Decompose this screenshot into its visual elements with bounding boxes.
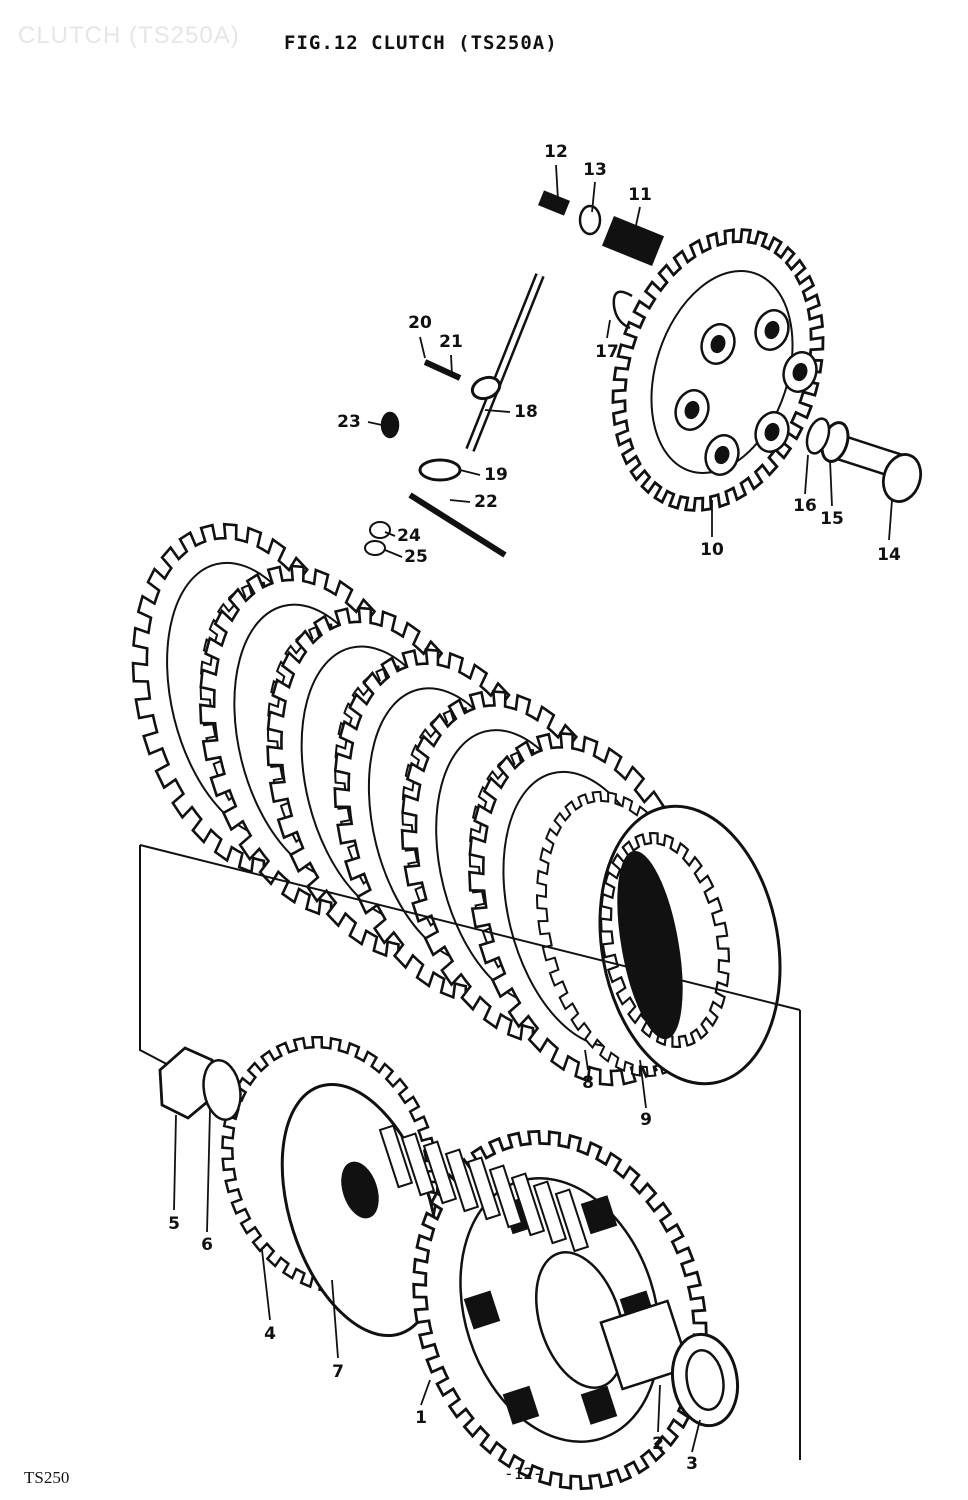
figure-title: FIG.12 CLUTCH (TS250A): [284, 32, 558, 54]
callout-leader: [331, 1279, 339, 1359]
housing-finger: [554, 1188, 590, 1253]
callout-leader: [420, 1379, 431, 1406]
callout-4: 4: [264, 1324, 276, 1344]
callout-14: 14: [877, 545, 901, 565]
callout-1: 1: [415, 1408, 427, 1428]
callout-21: 21: [439, 332, 463, 352]
damper-window: [580, 1385, 618, 1425]
callout-leader: [449, 499, 471, 503]
callout-19: 19: [484, 465, 508, 485]
pushrod-head: [881, 453, 923, 503]
callout-leader: [450, 354, 453, 376]
callout-10: 10: [700, 540, 724, 560]
callout-15: 15: [820, 509, 844, 529]
release-lever: [408, 492, 507, 558]
callout-8: 8: [582, 1073, 594, 1093]
callout-7: 7: [332, 1362, 344, 1382]
callout-leader: [261, 1249, 271, 1321]
spring-boss-hole: [764, 320, 780, 340]
faded-header-title: CLUTCH (TS250A): [18, 22, 240, 49]
callout-17: 17: [595, 342, 619, 362]
screw-23: [380, 411, 400, 439]
callout-leader: [584, 1049, 589, 1071]
plate-inner-shade: [617, 850, 683, 1040]
footer-model: TS250: [24, 1468, 70, 1487]
clutch-spring: [601, 216, 665, 266]
callout-20: 20: [408, 313, 432, 333]
callout-leader: [173, 1114, 177, 1211]
callout-leader: [888, 499, 893, 541]
page-number: -12-: [504, 1464, 543, 1483]
callout-leader: [555, 164, 559, 201]
spring-boss-hole: [684, 400, 700, 420]
washer-16: [805, 417, 831, 455]
housing-finger: [510, 1172, 546, 1237]
housing-finger: [466, 1156, 502, 1221]
shaft-collar: [470, 375, 502, 401]
spring-boss-hole: [710, 334, 726, 354]
housing-finger: [488, 1164, 524, 1229]
callout-5: 5: [168, 1214, 180, 1234]
spring-boss-hole: [792, 362, 808, 382]
release-shaft-core: [467, 274, 543, 451]
housing-finger: [378, 1124, 414, 1189]
callout-leader: [484, 409, 511, 413]
circlip: [612, 290, 633, 330]
callout-11: 11: [628, 185, 652, 205]
callout-9: 9: [640, 1110, 652, 1130]
callout-leader: [691, 1419, 701, 1453]
callout-3: 3: [686, 1454, 698, 1474]
housing-finger: [532, 1180, 568, 1245]
callout-leader: [206, 1109, 211, 1233]
callout-12: 12: [544, 142, 568, 162]
callout-leader: [367, 421, 383, 426]
damper-window: [502, 1385, 540, 1425]
housing-finger: [400, 1132, 436, 1197]
bracket-left: [139, 845, 179, 1071]
housing-finger: [444, 1148, 480, 1213]
thrust-washer-hole: [685, 1349, 725, 1411]
callout-leader: [591, 181, 596, 213]
callout-24: 24: [397, 526, 421, 546]
spring-boss-hole: [764, 422, 780, 442]
callout-leader: [459, 469, 481, 476]
callout-leader: [384, 549, 403, 558]
callout-leader: [829, 459, 833, 507]
spring-boss-hole: [714, 445, 730, 465]
spring-washer: [578, 204, 602, 236]
callout-leader: [634, 206, 641, 231]
spring-bolt: [538, 190, 570, 216]
callout-16: 16: [793, 496, 817, 516]
callout-leader: [419, 336, 426, 359]
callout-13: 13: [583, 160, 607, 180]
lock-washer: [202, 1059, 242, 1121]
housing-finger: [422, 1140, 458, 1205]
callout-25: 25: [404, 547, 428, 567]
ring-24: [369, 521, 391, 539]
callout-leader: [384, 531, 396, 537]
damper-window: [580, 1195, 618, 1235]
callout-leader: [657, 1384, 661, 1433]
ring-25: [364, 540, 386, 556]
bracket-top: [139, 844, 801, 1011]
damper-window: [463, 1290, 501, 1330]
housing-center: [534, 1251, 626, 1389]
callout-leader: [804, 454, 809, 495]
oil-seal-19: [418, 458, 462, 482]
hub-bore: [341, 1161, 379, 1219]
callout-6: 6: [201, 1235, 213, 1255]
callout-22: 22: [474, 492, 498, 512]
bearing-sleeve: [599, 1299, 691, 1391]
callout-23: 23: [337, 412, 361, 432]
callout-leader: [606, 319, 611, 339]
callout-2: 2: [652, 1434, 664, 1454]
callout-leader: [639, 1059, 647, 1109]
screw-20: [423, 359, 462, 381]
callout-18: 18: [514, 402, 538, 422]
